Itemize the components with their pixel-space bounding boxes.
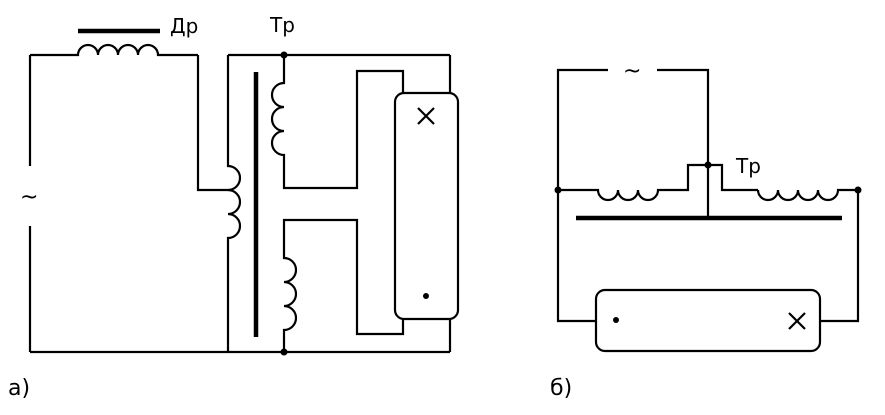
diagram-a: Др ~ Тр	[8, 13, 460, 401]
cross-marker-a	[417, 107, 435, 125]
lamp-left-wire	[556, 190, 596, 323]
junction-dot-right	[854, 186, 862, 194]
source-wire-right	[657, 68, 710, 165]
primary-winding	[226, 55, 242, 352]
autotransformer-winding-left	[558, 163, 708, 202]
autotransformer-winding-right	[756, 188, 858, 202]
ac-source-symbol: ~	[20, 185, 38, 210]
lamp-right-wire	[820, 190, 860, 323]
junction-dot-left	[554, 186, 562, 194]
caption-b: б)	[550, 376, 572, 401]
fluorescent-lamp-b	[594, 288, 822, 353]
fluorescent-lamp-a	[393, 91, 460, 321]
dot-marker-a	[423, 293, 429, 299]
junction-dot-top	[280, 51, 288, 59]
secondary-winding-lower	[282, 218, 405, 352]
center-tap-wire	[708, 163, 758, 192]
caption-a: а)	[8, 376, 30, 401]
choke-to-primary-wire	[196, 55, 232, 192]
choke-label: Др	[170, 14, 198, 38]
dot-marker-b	[613, 317, 619, 323]
cross-marker-b	[788, 312, 806, 330]
choke-inductor	[30, 28, 198, 57]
transformer-label-b: Тр	[735, 154, 761, 178]
transformer-label-a: Тр	[269, 13, 295, 37]
junction-dot-center	[704, 161, 712, 169]
diagram-b: ~ Тр б)	[550, 59, 862, 401]
junction-dot-bottom	[280, 348, 288, 356]
source-wire-left	[556, 68, 608, 190]
secondary-winding-upper	[270, 55, 405, 190]
ac-source-symbol-b: ~	[623, 59, 641, 84]
